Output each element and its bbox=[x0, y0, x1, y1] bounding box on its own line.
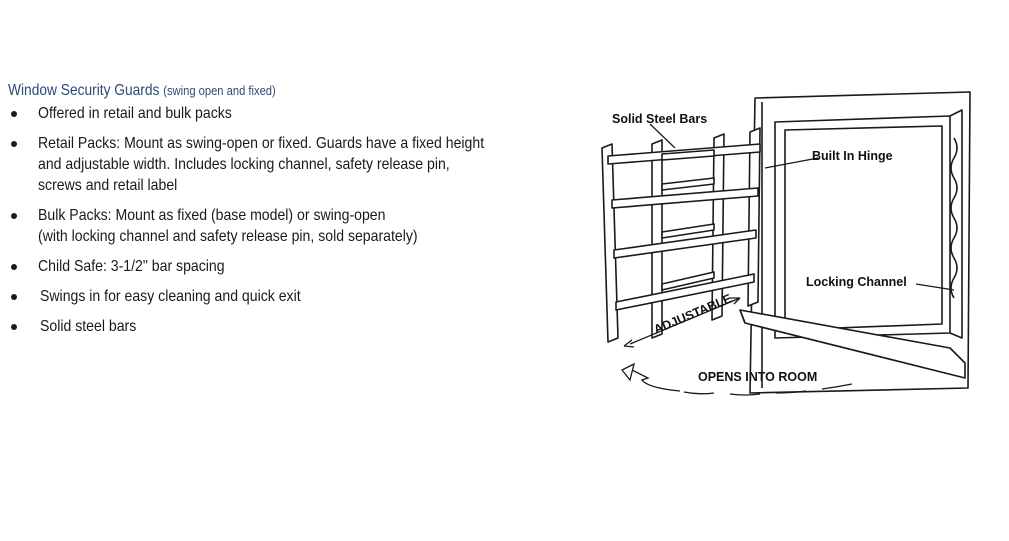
bullet-dot bbox=[11, 324, 17, 330]
bullet-dot bbox=[11, 213, 17, 219]
bullet-item: Child Safe: 3-1/2" bar spacing bbox=[8, 256, 568, 277]
label-opens-into-room: OPENS INTO ROOM bbox=[698, 370, 817, 384]
label-solid-steel-bars: Solid Steel Bars bbox=[612, 112, 707, 126]
feature-bullets: Offered in retail and bulk packs Retail … bbox=[8, 103, 568, 337]
opens-arrow bbox=[620, 362, 853, 396]
bullet-dot bbox=[11, 111, 17, 117]
callout-lines bbox=[623, 123, 955, 348]
feature-list-section: Window Security Guards (swing open and f… bbox=[8, 82, 568, 346]
window-frame bbox=[739, 91, 971, 394]
bullet-dot bbox=[11, 294, 17, 300]
bullet-item: Offered in retail and bulk packs bbox=[8, 103, 568, 124]
bullet-dot bbox=[11, 264, 17, 270]
heading-title: Window Security Guards bbox=[8, 82, 160, 99]
bullet-dot bbox=[11, 141, 17, 147]
label-locking-channel: Locking Channel bbox=[806, 275, 907, 289]
bullet-item: Bulk Packs: Mount as fixed (base model) … bbox=[8, 205, 568, 247]
window-guard-diagram: Solid Steel Bars Built In Hinge Locking … bbox=[601, 91, 971, 396]
guard-grille bbox=[601, 127, 761, 343]
bullet-item: Retail Packs: Mount as swing-open or fix… bbox=[8, 133, 568, 196]
section-heading: Window Security Guards (swing open and f… bbox=[8, 82, 490, 100]
label-built-in-hinge: Built In Hinge bbox=[812, 149, 893, 163]
bullet-item: Solid steel bars bbox=[8, 316, 568, 337]
bullet-item: Swings in for easy cleaning and quick ex… bbox=[8, 286, 568, 307]
heading-subtitle: (swing open and fixed) bbox=[163, 83, 276, 98]
